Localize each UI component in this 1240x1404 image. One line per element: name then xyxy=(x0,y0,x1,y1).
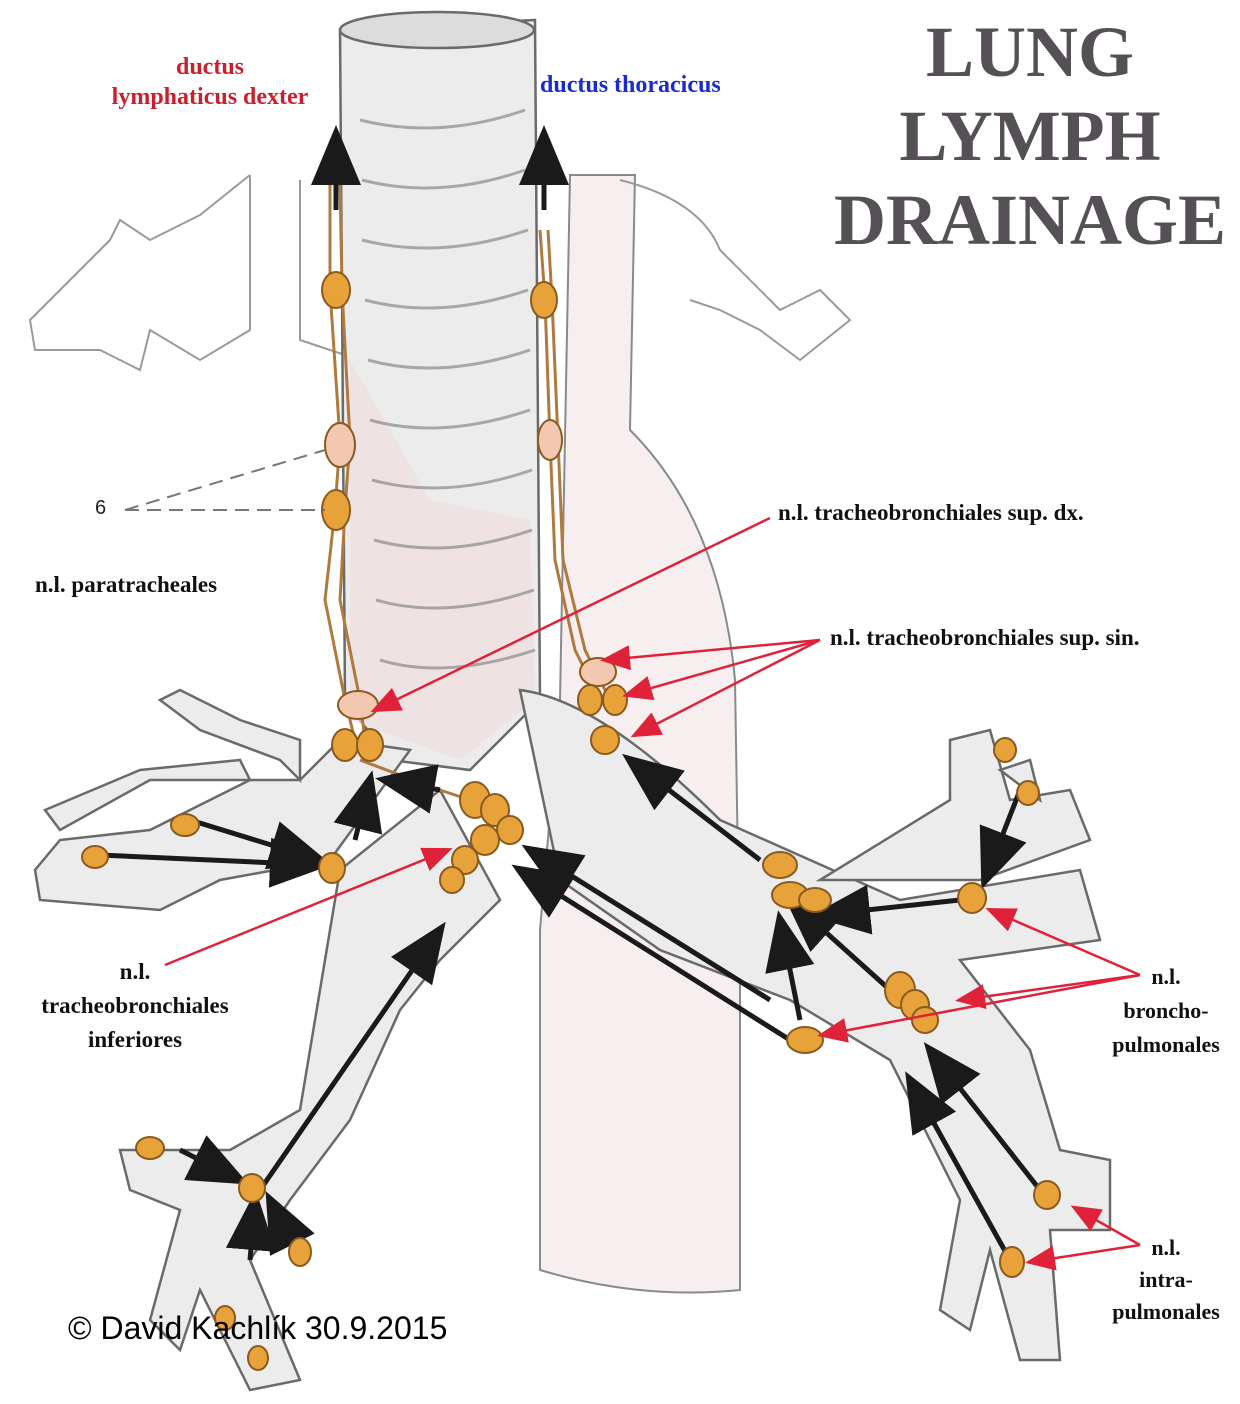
label-ip-line1: n.l. xyxy=(1092,1232,1240,1264)
lymph-node xyxy=(603,685,627,715)
lymph-node xyxy=(538,420,562,460)
lymph-node xyxy=(322,490,350,530)
lymph-node xyxy=(591,726,619,754)
lymph-node xyxy=(1034,1181,1060,1209)
trachea xyxy=(340,12,540,770)
lymph-node xyxy=(1017,781,1039,805)
left-vessel-outline xyxy=(30,175,345,370)
lymph-node xyxy=(440,867,464,893)
label-bp-line3: pulmonales xyxy=(1092,1028,1240,1062)
label-tb-inf-line3: inferiores xyxy=(10,1023,260,1057)
label-bp-line2: broncho- xyxy=(1092,994,1240,1028)
lymph-node xyxy=(325,423,355,467)
label-ip-line3: pulmonales xyxy=(1092,1296,1240,1328)
leader-lines-six xyxy=(125,450,325,510)
label-intrapulmonales: n.l. intra- pulmonales xyxy=(1092,1232,1240,1328)
lymph-node xyxy=(357,729,383,761)
label-bronchopulmonales: n.l. broncho- pulmonales xyxy=(1092,960,1240,1062)
label-tracheobronchiales-sup-dx: n.l. tracheobronchiales sup. dx. xyxy=(778,500,1084,526)
lymph-node xyxy=(578,685,602,715)
label-tracheobronchiales-sup-sin: n.l. tracheobronchiales sup. sin. xyxy=(830,625,1140,651)
label-tb-inf-line2: tracheobronchiales xyxy=(10,989,260,1023)
lymph-node xyxy=(1000,1247,1024,1277)
lymph-node xyxy=(763,852,797,878)
lymph-node xyxy=(497,816,523,844)
title-line-3: DRAINAGE xyxy=(830,178,1230,262)
lymph-node xyxy=(958,883,986,913)
lymph-node xyxy=(580,658,616,686)
lymph-node xyxy=(531,282,557,318)
lymph-node xyxy=(332,729,358,761)
lymph-node xyxy=(319,853,345,883)
diagram-title: LUNG LYMPH DRAINAGE xyxy=(830,10,1230,262)
title-line-1: LUNG xyxy=(830,10,1230,94)
lymph-node xyxy=(994,738,1016,762)
lymph-node xyxy=(338,691,378,719)
copyright-notice: © David Kachlík 30.9.2015 xyxy=(68,1310,447,1347)
label-ductus-dexter-line2: lymphaticus dexter xyxy=(80,82,340,112)
lymph-node xyxy=(912,1007,938,1033)
title-line-2: LYMPH xyxy=(830,94,1230,178)
lymph-node xyxy=(322,272,350,308)
label-ductus-lymphaticus-dexter: ductus lymphaticus dexter xyxy=(80,52,340,112)
lymph-node xyxy=(239,1174,265,1202)
lymph-node xyxy=(248,1346,268,1370)
lymph-node xyxy=(136,1137,164,1159)
label-six: 6 xyxy=(95,497,106,520)
label-tb-inf-line1: n.l. xyxy=(10,955,260,989)
label-bp-line1: n.l. xyxy=(1092,960,1240,994)
label-ductus-dexter-line1: ductus xyxy=(80,52,340,82)
lymph-node xyxy=(289,1238,311,1266)
label-ip-line2: intra- xyxy=(1092,1264,1240,1296)
lymph-node xyxy=(82,846,108,868)
label-tracheobronchiales-inferiores: n.l. tracheobronchiales inferiores xyxy=(10,955,260,1057)
lymph-node xyxy=(787,1027,823,1053)
lymph-node xyxy=(799,888,831,912)
label-ductus-thoracicus: ductus thoracicus xyxy=(540,72,721,99)
label-paratracheales: n.l. paratracheales xyxy=(35,572,217,598)
lymph-node xyxy=(171,814,199,836)
